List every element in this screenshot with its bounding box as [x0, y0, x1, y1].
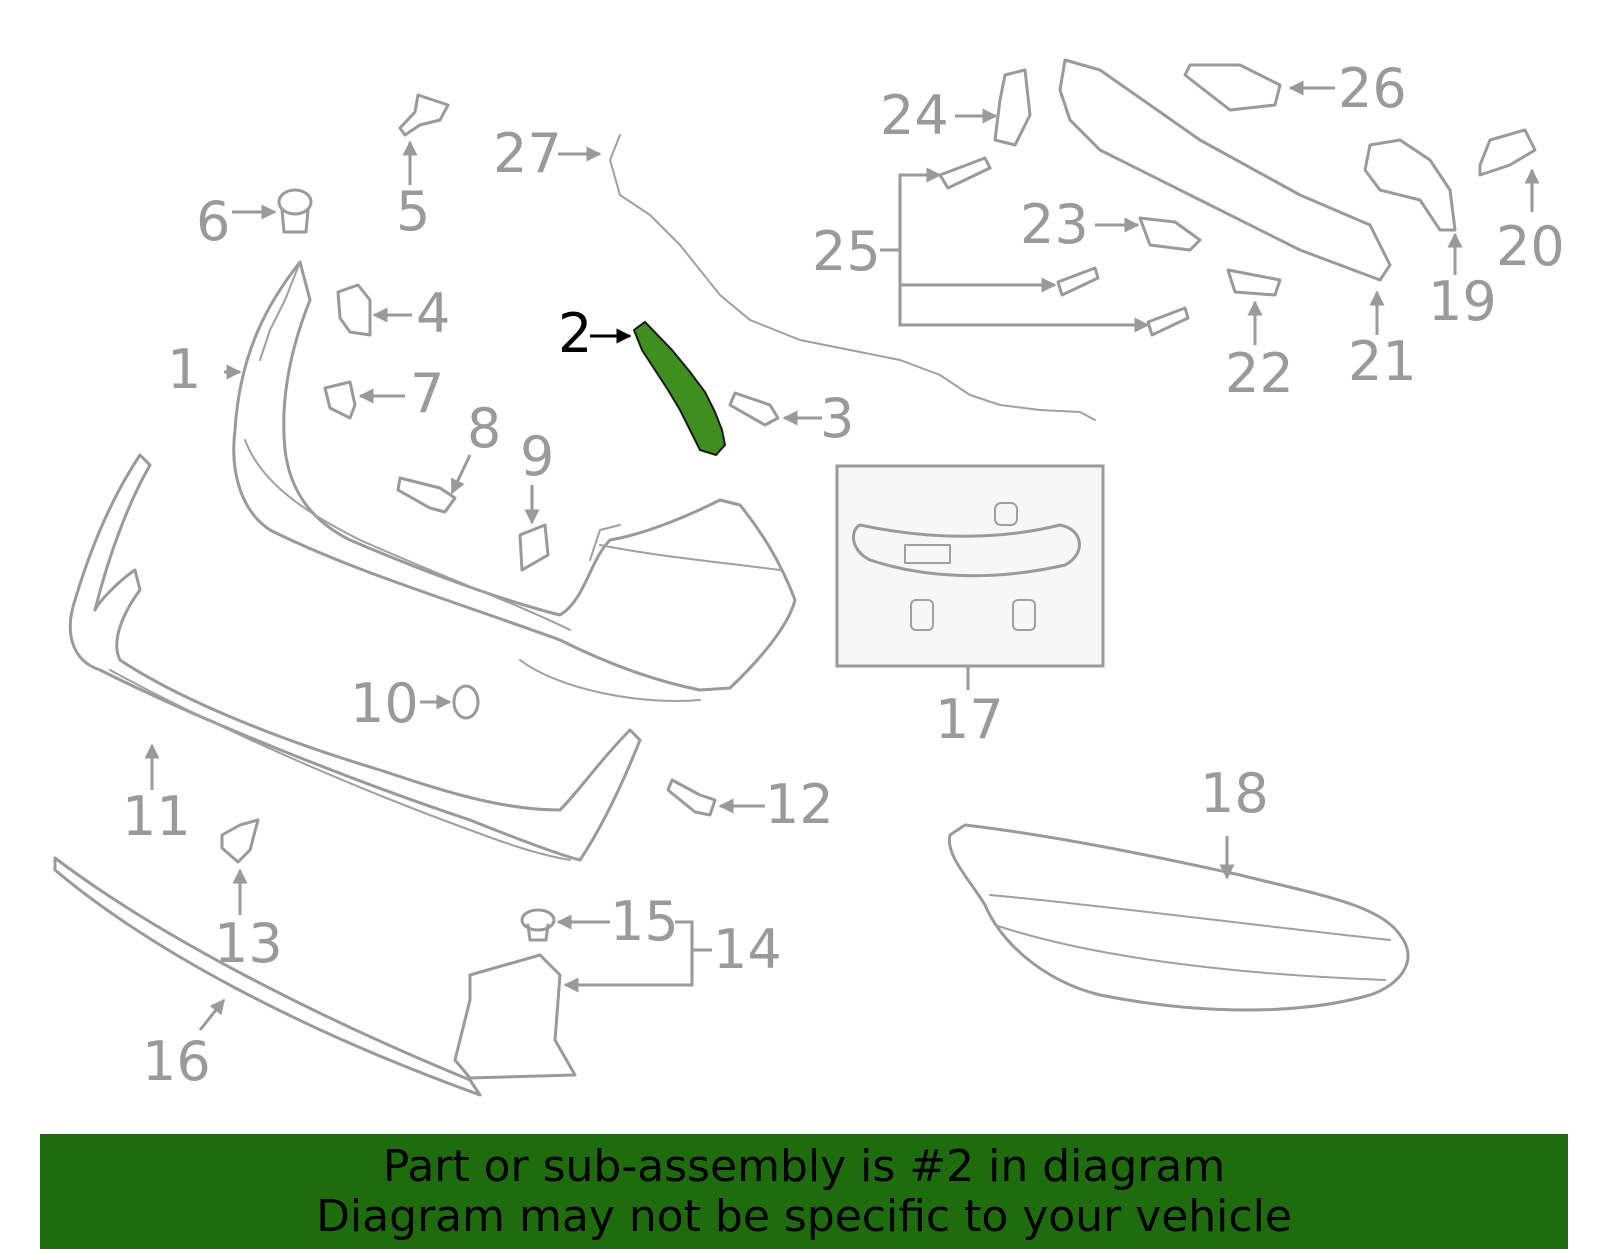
callout-27: 27: [493, 122, 562, 185]
highlighted-bracket-part-2: [632, 320, 727, 457]
reinforcement-beam-part: [1058, 58, 1392, 282]
callout-10: 10: [350, 672, 419, 735]
leader-lines: [144, 80, 1540, 1031]
callout-15: 15: [610, 890, 679, 953]
callout-3: 3: [820, 387, 854, 450]
callout-4: 4: [416, 282, 450, 345]
callout-6: 6: [196, 190, 230, 253]
fog-bezel-part: [947, 823, 1410, 1012]
clip-15-part: [520, 908, 556, 942]
callout-23: 23: [1020, 193, 1089, 256]
bolt-3-part: [728, 391, 780, 427]
callout-12: 12: [765, 773, 834, 836]
wiring-harness-part: [609, 134, 1096, 421]
grommet-6-part: [277, 188, 313, 234]
reflector-lamp-part: [851, 502, 1081, 631]
part-23: [1138, 216, 1202, 252]
callout-7: 7: [410, 362, 444, 425]
callout-25: 25: [812, 220, 881, 283]
callout-18: 18: [1200, 762, 1269, 825]
info-banner: Part or sub-assembly is #2 in diagram Di…: [40, 1134, 1568, 1249]
callout-17: 17: [935, 688, 1004, 751]
part-26: [1183, 63, 1282, 112]
callout-20: 20: [1496, 215, 1565, 278]
bumper-cover-part: [232, 260, 797, 702]
callout-24: 24: [880, 84, 949, 147]
callout-9: 9: [520, 425, 554, 488]
pin-5-part: [398, 93, 450, 137]
part-22: [1226, 268, 1282, 297]
ring-10-part: [452, 684, 480, 720]
fasteners-25-part: [938, 156, 1190, 337]
lower-valance-part: [68, 453, 642, 862]
part-7: [323, 380, 357, 420]
pad-9-part: [518, 523, 550, 572]
bracket-part: [453, 953, 577, 1080]
banner-line-1: Part or sub-assembly is #2 in diagram: [382, 1140, 1226, 1192]
callout-11: 11: [122, 785, 191, 848]
callout-8: 8: [467, 397, 501, 460]
bolt-8-part: [396, 476, 457, 514]
callout-13: 13: [214, 912, 283, 975]
bolt-12-part: [666, 778, 717, 817]
part-4: [336, 283, 372, 337]
callout-labels: 1 2 3 4 5 6 7 8 9 10 11 12 13 14 15 16 1…: [122, 57, 1565, 1093]
bolt-20-part: [1478, 128, 1537, 177]
callout-19: 19: [1428, 270, 1497, 333]
part-24: [993, 68, 1032, 147]
callout-16: 16: [142, 1030, 211, 1093]
callout-1: 1: [167, 338, 201, 401]
callout-26: 26: [1338, 57, 1407, 120]
banner-line-2: Diagram may not be specific to your vehi…: [316, 1190, 1292, 1242]
callout-22: 22: [1225, 342, 1294, 405]
part-13: [220, 818, 260, 864]
callout-14: 14: [713, 918, 782, 981]
callout-21: 21: [1348, 330, 1417, 393]
callout-5: 5: [396, 180, 430, 243]
trim-strip-part: [53, 856, 482, 1097]
callout-2: 2: [558, 302, 592, 365]
part-19: [1363, 138, 1457, 232]
